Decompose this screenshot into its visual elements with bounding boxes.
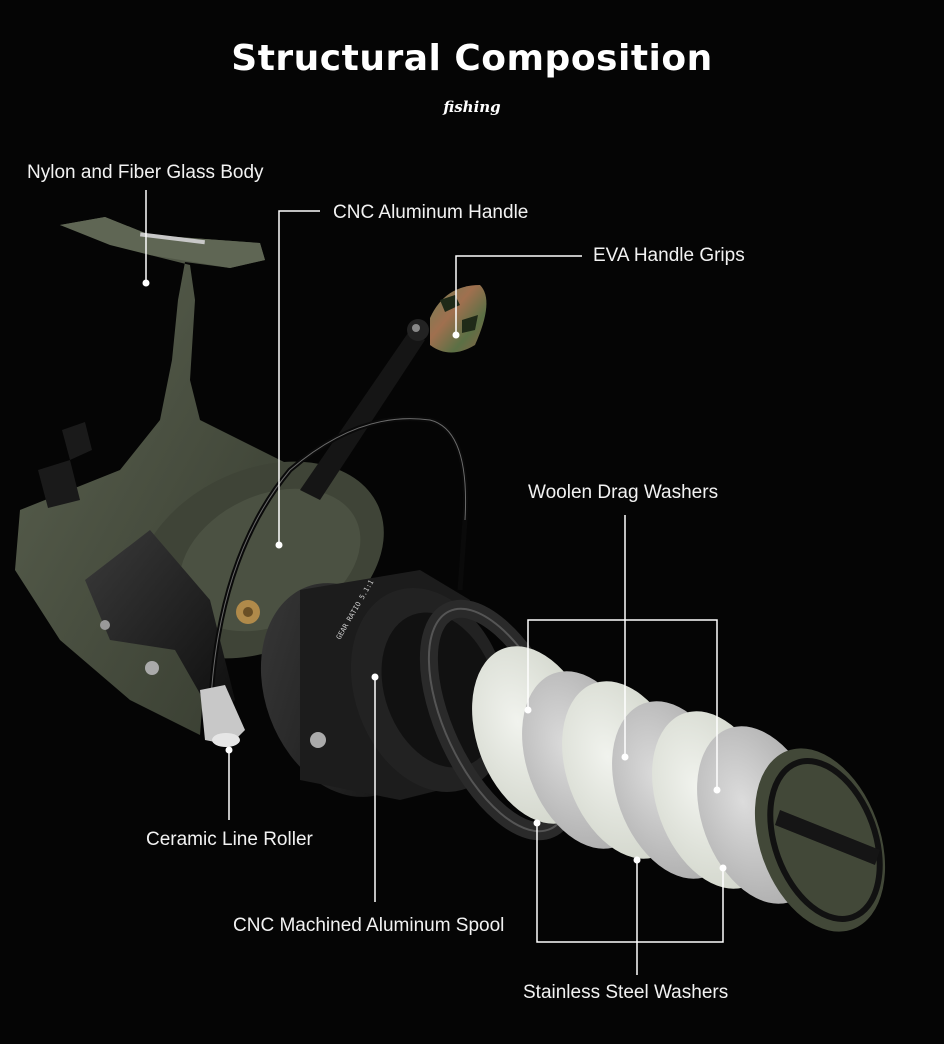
callout-label-line-roller: Ceramic Line Roller [146,829,313,850]
page-subtitle: fishing [443,98,501,116]
callout-dot-grips [452,331,460,339]
callout-label-grips: EVA Handle Grips [593,245,745,266]
line-roller [200,685,245,747]
callout-dot-steel-washer-3 [719,864,727,872]
callout-bracket-drag-washers [527,515,718,790]
callout-line-grips [455,255,582,335]
callout-dot-handle [275,541,283,549]
callout-dot-spool [371,673,379,681]
callout-dot-drag-washer-1 [524,706,532,714]
callout-dot-drag-washer-3 [713,786,721,794]
callout-line-handle [278,210,320,545]
callout-dot-body [142,279,150,287]
drag-washer-stack [472,646,886,932]
reel-spool: GEAR RATIO 5.1:1 [260,570,581,841]
callout-dot-steel-washer-1 [533,819,541,827]
callout-lines [142,190,727,975]
callout-dot-drag-washer-2 [621,753,629,761]
callout-label-spool: CNC Machined Aluminum Spool [233,915,505,936]
callout-label-drag-washers: Woolen Drag Washers [528,482,719,503]
callout-label-body: Nylon and Fiber Glass Body [27,162,264,183]
callout-label-steel-washers: Stainless Steel Washers [523,982,729,1003]
page-title: Structural Composition [231,38,713,79]
callout-dot-line-roller [225,746,233,754]
callout-dot-steel-washer-2 [633,856,641,864]
callout-bracket-steel-washers [536,823,724,975]
reel-handle [300,285,487,500]
callout-label-handle: CNC Aluminum Handle [333,202,529,223]
